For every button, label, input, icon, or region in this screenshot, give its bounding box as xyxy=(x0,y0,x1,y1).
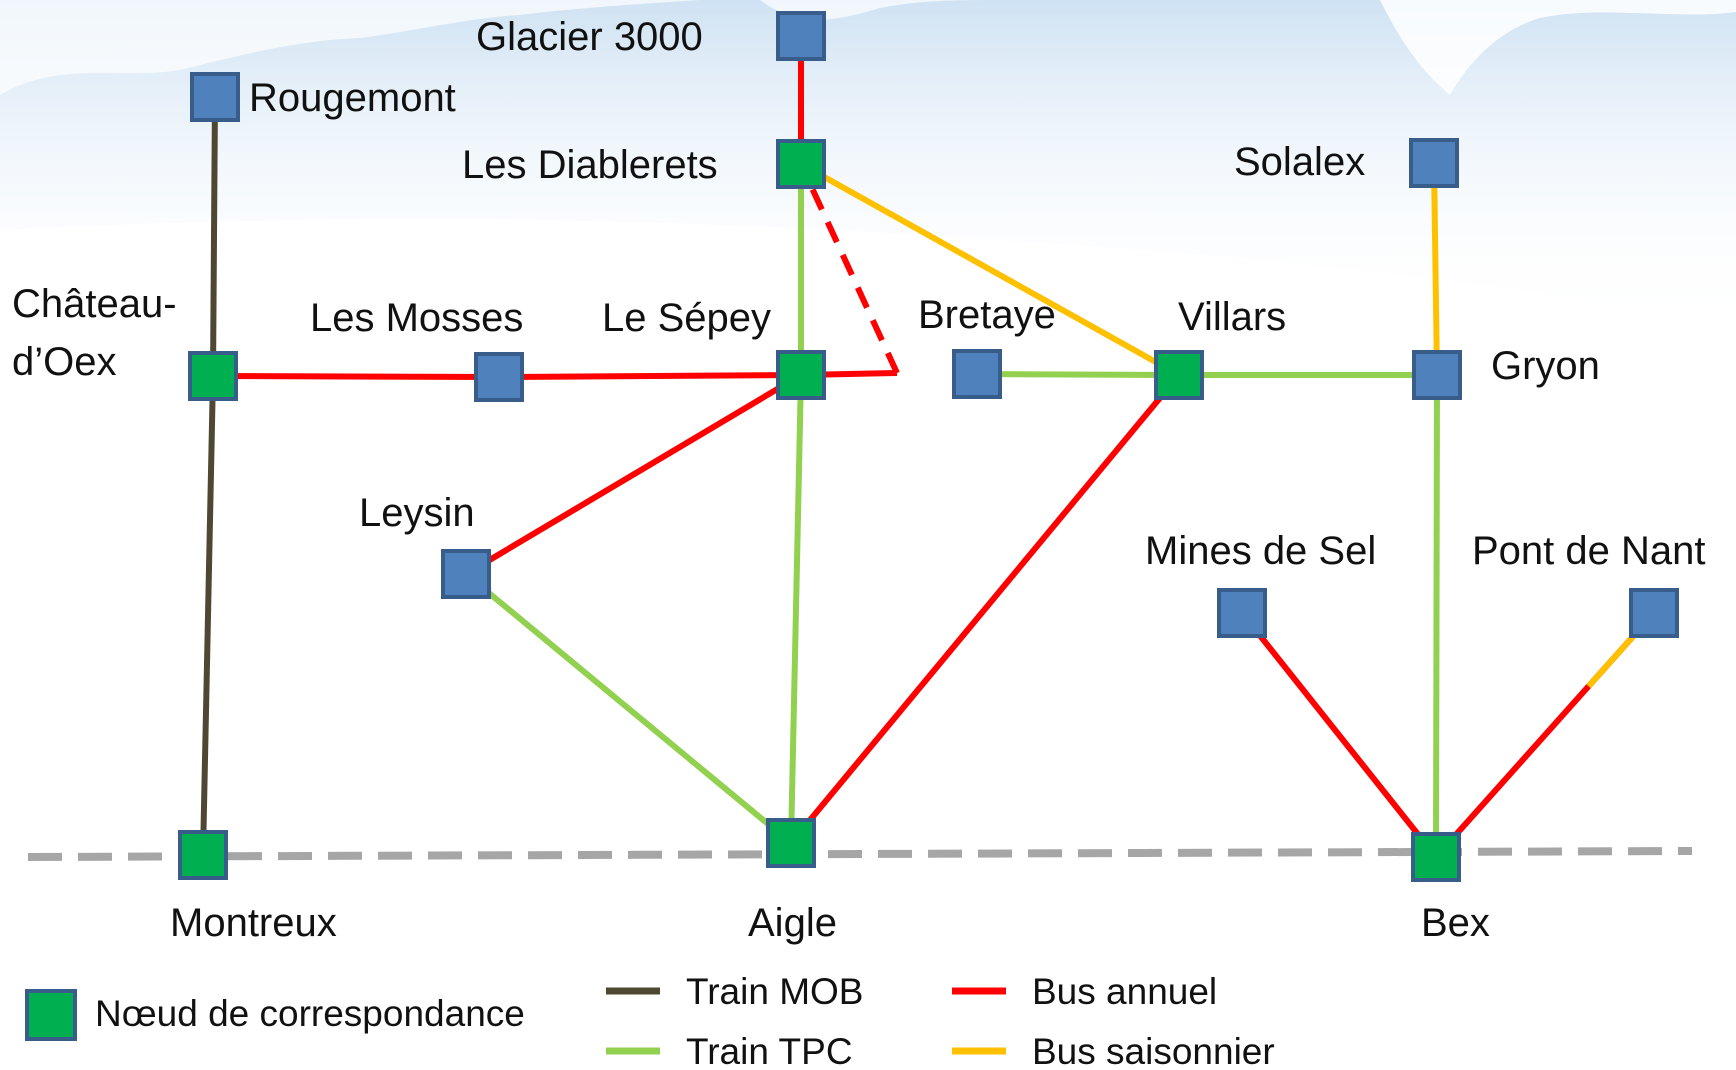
label-solalex: Solalex xyxy=(1234,140,1365,184)
node-gryon xyxy=(1412,350,1462,400)
link-solalex-gryon xyxy=(1431,162,1440,376)
node-rougemont xyxy=(190,72,240,122)
label-mosses: Les Mosses xyxy=(310,296,523,340)
legend-hub-swatch xyxy=(25,989,77,1041)
label-mines: Mines de Sel xyxy=(1145,529,1376,573)
node-mines xyxy=(1217,588,1267,638)
label-villars: Villars xyxy=(1178,295,1286,339)
label-chateau-line2: d’Oex xyxy=(12,340,117,384)
node-mosses xyxy=(474,352,524,402)
station-labels: Glacier 3000 Rougemont Les Diablerets So… xyxy=(12,15,1706,945)
node-solalex xyxy=(1409,138,1459,188)
nodes-layer xyxy=(178,11,1679,882)
link-leysin-aigle xyxy=(464,571,793,846)
sky-background xyxy=(0,0,1736,330)
link-sepey-leysin xyxy=(464,372,803,577)
node-bretaye xyxy=(952,349,1002,399)
label-gryon: Gryon xyxy=(1491,344,1600,388)
legend-bus-annual-label: Bus annuel xyxy=(1032,971,1217,1012)
legend-bus-seasonal-label: Bus saisonnier xyxy=(1032,1031,1275,1070)
link-gryon-bex xyxy=(1433,374,1440,858)
node-chateau xyxy=(188,351,238,401)
label-montreux: Montreux xyxy=(170,901,337,945)
node-leysin xyxy=(441,549,491,599)
label-rougemont: Rougemont xyxy=(249,76,456,120)
link-rougemont-chateau xyxy=(210,96,218,377)
legend-mob-label: Train MOB xyxy=(686,971,863,1012)
label-pontnant: Pont de Nant xyxy=(1472,529,1706,573)
node-diablerets xyxy=(776,139,826,189)
label-bex: Bex xyxy=(1421,901,1490,945)
link-sepey-aigle xyxy=(788,374,804,844)
label-chateau-line1: Château- xyxy=(12,282,177,326)
node-bex xyxy=(1411,832,1461,882)
label-aigle: Aigle xyxy=(748,901,837,945)
link-mosses-sepey xyxy=(498,372,802,380)
link-chateau-mosses xyxy=(212,373,500,380)
link-chateau-montreux xyxy=(200,375,216,856)
label-bretaye: Bretaye xyxy=(918,293,1056,337)
link-mines-bex xyxy=(1239,611,1439,859)
node-sepey xyxy=(776,350,826,400)
node-villars xyxy=(1154,350,1204,400)
label-glacier: Glacier 3000 xyxy=(476,15,703,59)
label-sepey: Le Sépey xyxy=(602,296,771,340)
link-bretaye-villars xyxy=(976,371,1180,378)
node-pontnant xyxy=(1629,588,1679,638)
label-diablerets: Les Diablerets xyxy=(462,143,718,187)
link-diablerets-dashed xyxy=(803,173,900,375)
link-diablerets-villars xyxy=(799,161,1181,378)
legend-node-label: Nœud de correspondance xyxy=(95,993,525,1034)
valley-baseline xyxy=(27,847,1693,861)
label-leysin: Leysin xyxy=(359,491,475,535)
legend-tpc-label: Train TPC xyxy=(686,1031,853,1070)
node-montreux xyxy=(178,830,228,880)
link-aigle-villars xyxy=(788,373,1182,845)
legend: Nœud de correspondance Train MOB Train T… xyxy=(25,971,1275,1070)
links-layer xyxy=(200,36,1657,859)
node-aigle xyxy=(766,818,816,868)
node-glacier xyxy=(776,11,826,61)
